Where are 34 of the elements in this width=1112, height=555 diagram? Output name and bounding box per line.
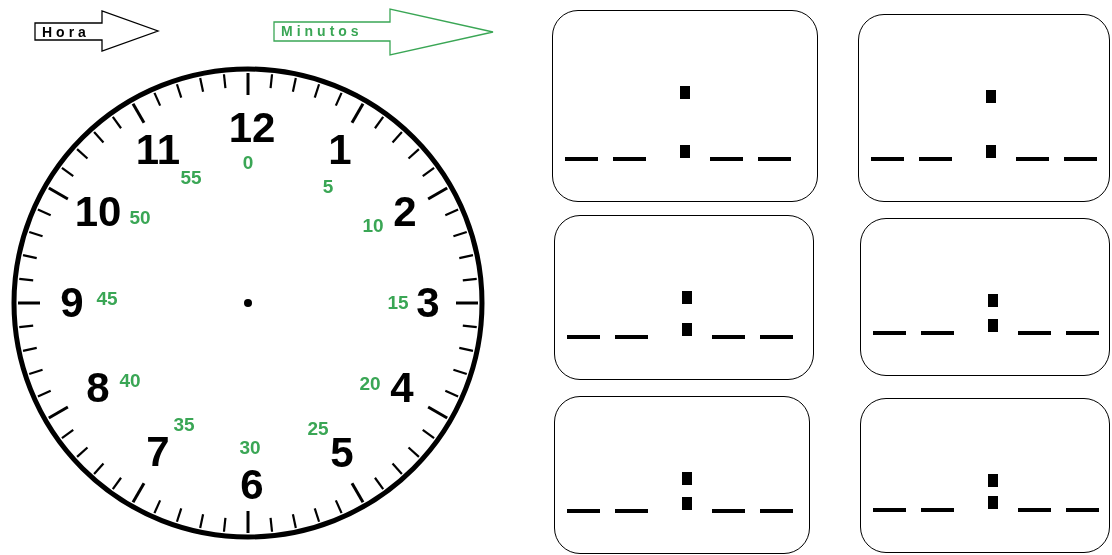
minute-number: 30 (239, 437, 261, 457)
hour-number: 8 (86, 367, 110, 409)
minute-number: 25 (307, 418, 329, 438)
time-card (554, 396, 810, 554)
hour-number: 12 (228, 107, 276, 149)
minute-number: 0 (242, 152, 254, 172)
hour-number: 2 (393, 191, 417, 233)
time-card (860, 398, 1110, 553)
hour-number: 10 (74, 191, 122, 233)
arrow-text: Hora (42, 25, 90, 39)
minute-number: 45 (96, 288, 118, 308)
hour-number: 9 (60, 282, 84, 324)
hour-number: 5 (330, 432, 354, 474)
minute-number: 35 (173, 414, 195, 434)
arrow-text: Minutos (281, 24, 363, 38)
hour-number: 11 (135, 129, 181, 171)
time-card (554, 215, 814, 380)
hour-number: 7 (146, 431, 170, 473)
time-card (552, 10, 818, 202)
minute-number: 10 (362, 215, 384, 235)
minute-number: 5 (322, 176, 334, 196)
time-card (858, 14, 1110, 202)
minute-number: 20 (359, 373, 381, 393)
hour-number: 3 (416, 282, 440, 324)
minute-number: 50 (129, 207, 151, 227)
time-card (860, 218, 1110, 376)
arrow-label (34, 10, 160, 52)
arrow-label (273, 8, 495, 56)
hour-number: 1 (328, 129, 352, 171)
hour-number: 4 (390, 367, 414, 409)
minute-number: 55 (180, 167, 202, 187)
hour-number: 6 (240, 464, 264, 506)
minute-number: 40 (119, 370, 141, 390)
minute-number: 15 (387, 292, 409, 312)
